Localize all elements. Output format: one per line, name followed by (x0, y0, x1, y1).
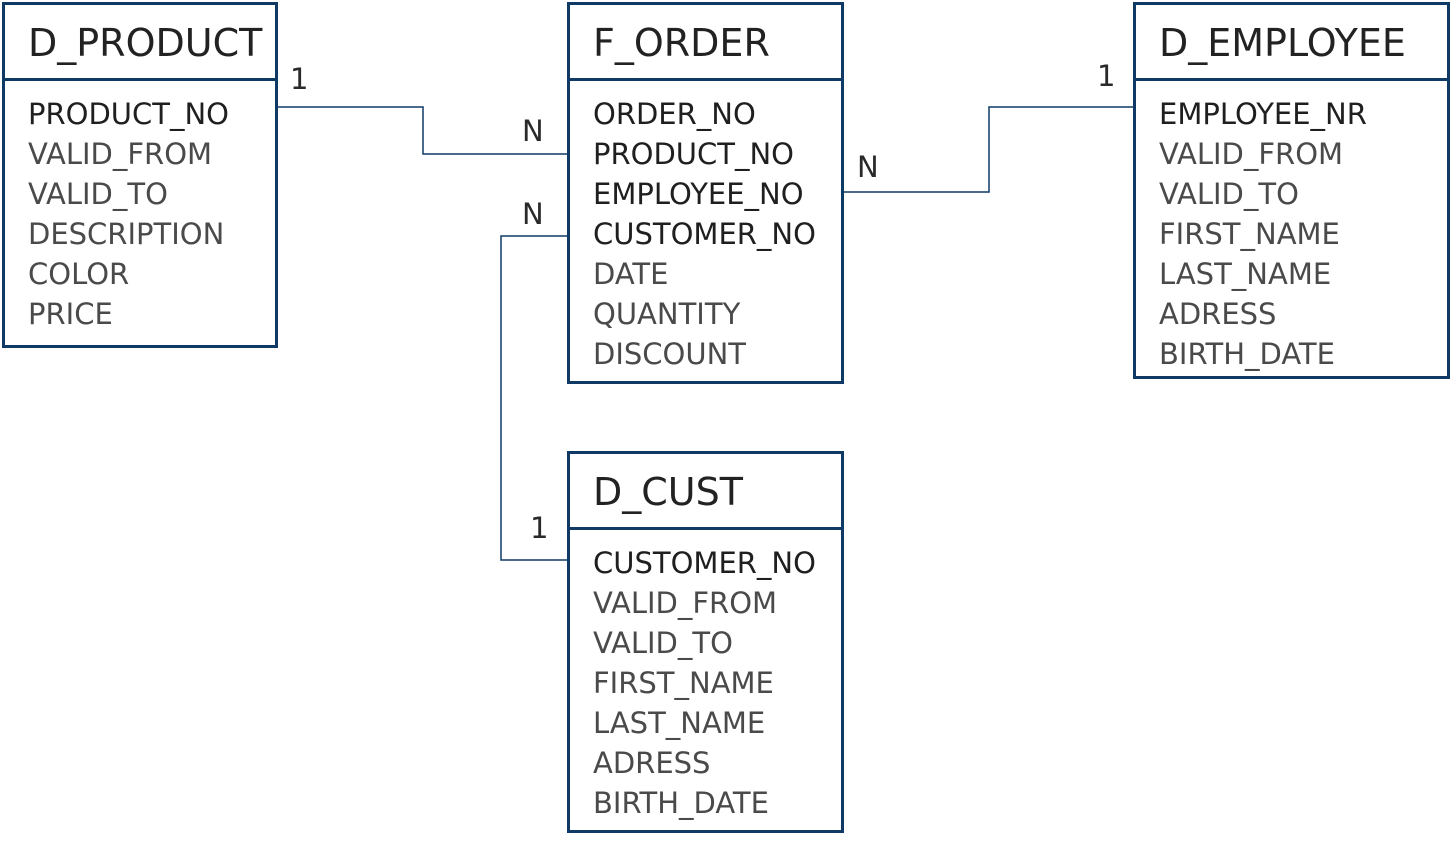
attribute-list: PRODUCT_NO VALID_FROM VALID_TO DESCRIPTI… (5, 81, 275, 334)
attribute-list: ORDER_NO PRODUCT_NO EMPLOYEE_NO CUSTOMER… (570, 81, 841, 374)
attribute: PRICE (28, 297, 113, 331)
attribute: FIRST_NAME (1159, 217, 1340, 251)
entity-title: D_PRODUCT (5, 5, 275, 81)
entity-f-order[interactable]: F_ORDER ORDER_NO PRODUCT_NO EMPLOYEE_NO … (567, 2, 844, 384)
attribute: BIRTH_DATE (593, 786, 769, 820)
attribute: LAST_NAME (1159, 257, 1332, 291)
attribute: DATE (593, 257, 669, 291)
cardinality-product-one: 1 (290, 62, 309, 96)
attribute: BIRTH_DATE (1159, 337, 1335, 371)
attribute-key: EMPLOYEE_NR (1159, 97, 1367, 131)
attribute: VALID_TO (593, 626, 733, 660)
entity-d-product[interactable]: D_PRODUCT PRODUCT_NO VALID_FROM VALID_TO… (2, 2, 278, 348)
cardinality-employee-one: 1 (1097, 59, 1116, 93)
attribute-key: ORDER_NO (593, 97, 756, 131)
attribute: COLOR (28, 257, 130, 291)
attribute: DESCRIPTION (28, 217, 225, 251)
attribute-key: PRODUCT_NO (28, 97, 230, 131)
attribute: VALID_FROM (28, 137, 213, 171)
attribute-key: CUSTOMER_NO (593, 217, 816, 251)
cust-order-line (500, 235, 568, 561)
attribute: LAST_NAME (593, 706, 766, 740)
attribute: VALID_FROM (593, 586, 778, 620)
entity-d-cust[interactable]: D_CUST CUSTOMER_NO VALID_FROM VALID_TO F… (567, 451, 844, 833)
attribute-key: EMPLOYEE_NO (593, 177, 804, 211)
attribute: VALID_TO (1159, 177, 1299, 211)
attribute: VALID_FROM (1159, 137, 1344, 171)
attribute: VALID_TO (28, 177, 168, 211)
cardinality-order-many-product: N (522, 114, 544, 148)
attribute: ADRESS (1159, 297, 1277, 331)
attribute-list: EMPLOYEE_NR VALID_FROM VALID_TO FIRST_NA… (1136, 81, 1447, 374)
entity-title: D_CUST (570, 454, 841, 530)
entity-d-employee[interactable]: D_EMPLOYEE EMPLOYEE_NR VALID_FROM VALID_… (1133, 2, 1450, 379)
attribute-list: CUSTOMER_NO VALID_FROM VALID_TO FIRST_NA… (570, 530, 841, 823)
cardinality-cust-one: 1 (530, 511, 549, 545)
attribute: DISCOUNT (593, 337, 747, 371)
attribute-key: CUSTOMER_NO (593, 546, 816, 580)
attribute-key: PRODUCT_NO (593, 137, 795, 171)
attribute: ADRESS (593, 746, 711, 780)
attribute: FIRST_NAME (593, 666, 774, 700)
cardinality-order-many-cust: N (522, 197, 544, 231)
entity-title: D_EMPLOYEE (1136, 5, 1447, 81)
employee-order-line (843, 106, 1134, 193)
entity-title: F_ORDER (570, 5, 841, 81)
product-order-line (276, 106, 568, 155)
cardinality-order-many-employee: N (857, 150, 879, 184)
attribute: QUANTITY (593, 297, 741, 331)
